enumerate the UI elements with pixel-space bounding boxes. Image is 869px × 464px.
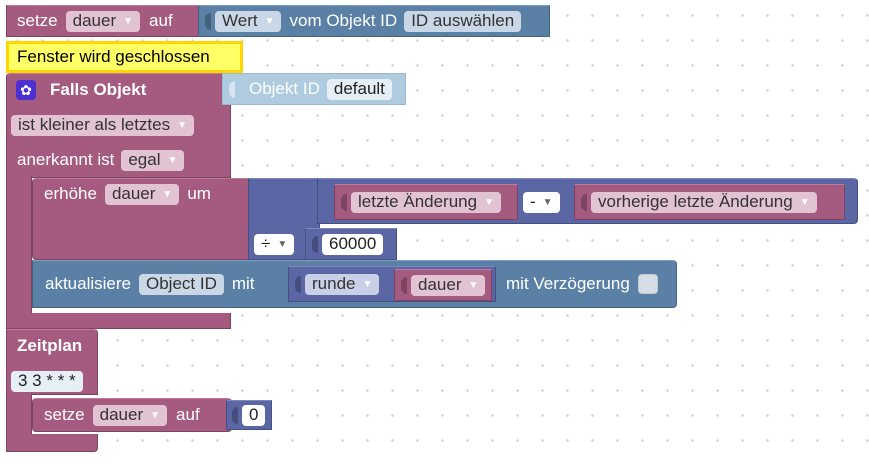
object-id-selector[interactable]: ID auswählen <box>404 10 522 32</box>
acknowledged-label: anerkannt ist <box>17 150 115 169</box>
schedule-block-spine <box>6 393 32 439</box>
delay-checkbox[interactable] <box>637 274 658 294</box>
divide-operator-dropdown[interactable]: ÷▼ <box>254 233 295 255</box>
minus-operator-row: -▼ <box>523 190 560 214</box>
objekt-id-label: Objekt ID <box>249 79 320 98</box>
value-type-dropdown[interactable]: Wert▼ <box>215 10 282 32</box>
dropdown-arrow-icon: ▼ <box>264 15 275 27</box>
update-label: aktualisiere <box>45 274 131 293</box>
left-operand-block[interactable]: letzte Änderung▼ <box>334 184 518 220</box>
condition-dropdown[interactable]: ist kleiner als letztes▼ <box>11 114 195 136</box>
input-notch <box>581 193 587 211</box>
input-notch <box>312 235 318 253</box>
trigger-object-id-input[interactable]: Objekt ID default <box>222 73 406 105</box>
schedule-title-row: Zeitplan <box>17 334 82 358</box>
set-variable-block[interactable]: setze dauer▼ auf <box>6 5 212 37</box>
dropdown-arrow-icon: ▼ <box>123 15 134 27</box>
right-operand-block[interactable]: vorherige letzte Änderung▼ <box>574 184 845 220</box>
zero-number-field[interactable]: 0 <box>242 404 266 426</box>
round-variable-block[interactable]: dauer▼ <box>394 269 492 301</box>
schedule-set-block[interactable]: setze dauer▼ auf <box>32 398 232 432</box>
set-label: setze <box>17 11 58 30</box>
input-notch <box>232 406 238 424</box>
minus-operator-dropdown[interactable]: -▼ <box>523 191 560 213</box>
trigger-title: Falls Objekt <box>50 80 147 99</box>
condition-row: ist kleiner als letztes▼ <box>11 113 195 137</box>
acknowledged-dropdown[interactable]: egal▼ <box>121 149 185 171</box>
update-object-selector[interactable]: Object ID <box>139 273 224 295</box>
vom-objekt-label: vom Objekt ID <box>289 11 398 30</box>
round-variable-dropdown[interactable]: dauer▼ <box>411 274 486 296</box>
comment-tooltip: Fenster wird geschlossen <box>6 41 243 73</box>
cron-row: 3 3 * * * <box>11 369 83 393</box>
schedule-title: Zeitplan <box>17 336 83 355</box>
delay-label: mit Verzögerung <box>506 274 630 293</box>
dropdown-arrow-icon: ▼ <box>542 196 553 208</box>
dropdown-arrow-icon: ▼ <box>484 196 494 208</box>
trigger-block-spine <box>6 176 32 331</box>
input-notch <box>229 80 235 98</box>
schedule-block-footer <box>6 434 98 452</box>
increment-variable-dropdown[interactable]: dauer▼ <box>104 183 180 205</box>
increment-row: erhöhe dauer▼ um <box>44 182 211 206</box>
divide-operator-row: ÷▼ <box>254 232 295 256</box>
round-dropdown[interactable]: runde▼ <box>305 273 380 295</box>
gear-icon[interactable]: ✿ <box>16 80 36 100</box>
dropdown-arrow-icon: ▼ <box>362 278 373 290</box>
auf-label: auf <box>149 11 173 30</box>
input-notch <box>401 276 407 294</box>
dropdown-arrow-icon: ▼ <box>177 119 188 131</box>
trigger-header-row: ✿ Falls Objekt <box>16 78 146 102</box>
dropdown-arrow-icon: ▼ <box>799 196 810 208</box>
schedule-variable-dropdown[interactable]: dauer▼ <box>92 404 168 426</box>
acknowledged-row: anerkannt ist egal▼ <box>17 148 185 172</box>
get-value-block[interactable]: Wert▼ vom Objekt ID ID auswählen <box>198 5 550 37</box>
dropdown-arrow-icon: ▼ <box>162 188 173 200</box>
dropdown-arrow-icon: ▼ <box>167 154 178 166</box>
right-operand-dropdown[interactable]: vorherige letzte Änderung▼ <box>591 191 817 213</box>
dropdown-arrow-icon: ▼ <box>277 238 288 250</box>
update-mit-label: mit <box>231 274 255 293</box>
objekt-id-field[interactable]: default <box>326 78 392 100</box>
zero-number-block[interactable]: 0 <box>226 400 272 430</box>
schedule-set-label: setze <box>44 405 85 424</box>
dropdown-arrow-icon: ▼ <box>468 279 479 291</box>
input-notch <box>295 275 301 293</box>
increment-label: erhöhe <box>44 184 97 203</box>
dropdown-arrow-icon: ▼ <box>150 409 161 421</box>
input-notch <box>205 12 211 30</box>
input-notch <box>341 193 347 211</box>
left-operand-dropdown[interactable]: letzte Änderung▼ <box>351 191 501 213</box>
schedule-auf-label: auf <box>176 405 200 424</box>
cron-field[interactable]: 3 3 * * * <box>11 370 83 392</box>
delay-row: mit Verzögerung <box>506 272 658 296</box>
divisor-number-field[interactable]: 60000 <box>322 233 384 255</box>
trigger-block-footer <box>6 313 231 329</box>
divisor-number-block[interactable]: 60000 <box>305 228 397 260</box>
um-label: um <box>187 184 211 203</box>
variable-dropdown[interactable]: dauer▼ <box>65 10 141 32</box>
